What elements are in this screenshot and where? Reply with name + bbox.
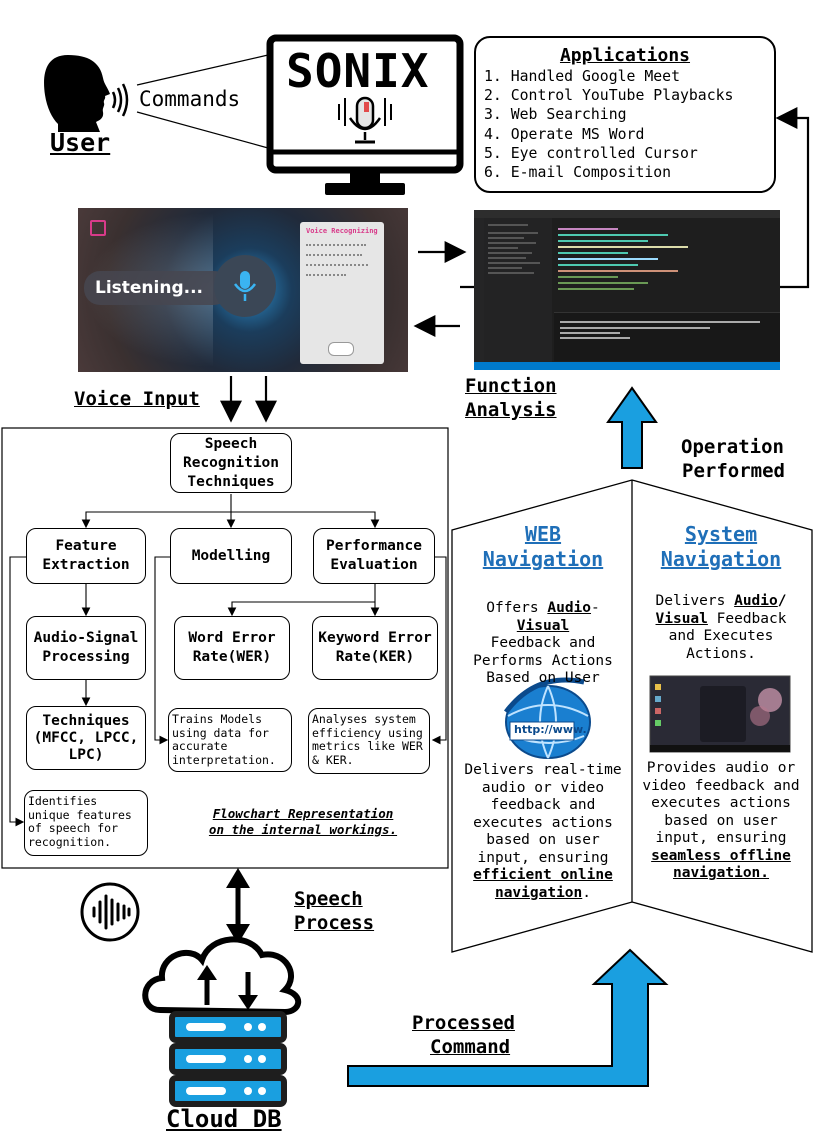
- menu-icon[interactable]: [90, 220, 106, 236]
- application-item: 5. Eye controlled Cursor: [484, 144, 698, 162]
- function-label-line1: Function: [465, 375, 557, 397]
- speech-label-line1: Speech: [294, 888, 363, 910]
- analysis-label-line2: Analysis: [465, 399, 557, 421]
- waveform-icon: [80, 882, 140, 942]
- processed-command-arrow: [347, 948, 669, 1087]
- modelling-node: Modelling: [170, 528, 292, 584]
- voice-input-label: Voice Input: [74, 388, 200, 410]
- server-stack-icon: [169, 1011, 287, 1107]
- listening-text: Listening...: [95, 278, 204, 298]
- user-monitor-line-top: [136, 54, 269, 86]
- process-label-line2: Process: [294, 912, 375, 934]
- command-label-line2: Command: [430, 1036, 511, 1058]
- user-monitor-line-bottom: [136, 111, 269, 149]
- cloud-icon: [142, 936, 302, 1016]
- mic-button[interactable]: [214, 255, 276, 317]
- web-navigation-details: Delivers real-time audio or video feedba…: [464, 762, 622, 901]
- application-item: 6. E-mail Composition: [484, 164, 672, 182]
- application-item: 4. Operate MS Word: [484, 125, 645, 143]
- recognition-panel: Voice Recognizing: [300, 222, 384, 364]
- application-item: 3. Web Searching: [484, 106, 627, 124]
- commands-label: Commands: [139, 87, 241, 111]
- globe-url-text: http://www.: [514, 723, 587, 736]
- toggle-switch[interactable]: [328, 342, 354, 356]
- techniques-node: Techniques(MFCC, LPCC,LPC): [26, 706, 146, 770]
- web-navigation-summary: Offers Audio- Visual Feedback and Perfor…: [473, 600, 613, 686]
- desktop-thumbnail: [649, 675, 791, 753]
- applications-box: Applications 1. Handled Google Meet 2. C…: [474, 36, 776, 193]
- code-editor-screenshot: [474, 210, 780, 370]
- performed-label-line2: Performed: [682, 460, 785, 482]
- mic-icon: [233, 271, 257, 301]
- application-item: 2. Control YouTube Playbacks: [484, 87, 734, 105]
- cloud-db-label: Cloud DB: [166, 1105, 282, 1133]
- user-head-icon: [44, 55, 129, 132]
- operation-performed-arrow: [606, 386, 658, 469]
- user-label: User: [50, 128, 111, 157]
- applications-title: Applications: [559, 45, 691, 66]
- application-item: 1. Handled Google Meet: [484, 68, 680, 85]
- globe-icon: [504, 677, 591, 759]
- system-navigation-summary: Delivers Audio/ Visual Feedback and Exec…: [655, 593, 787, 662]
- processed-label-line1: Processed: [412, 1012, 515, 1034]
- app-name: SONIX: [286, 44, 430, 98]
- system-navigation-details: Provides audio or video feedback and exe…: [642, 760, 800, 881]
- listening-screenshot: Listening... Voice Recognizing: [78, 208, 408, 372]
- panel-title: Voice Recognizing: [306, 227, 378, 235]
- microphone-icon: [338, 96, 392, 144]
- operation-label-line1: Operation: [681, 436, 784, 458]
